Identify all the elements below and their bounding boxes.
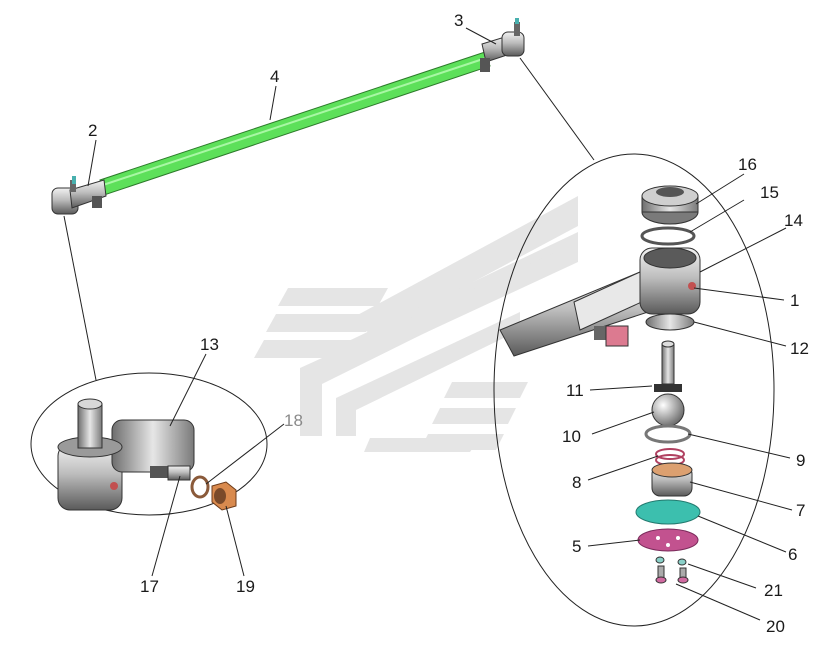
callout-7: 7 <box>796 501 805 520</box>
callout-12: 12 <box>790 339 809 358</box>
callout-14: 14 <box>784 211 803 230</box>
callout-2: 2 <box>88 121 97 140</box>
callout-16: 16 <box>738 155 757 174</box>
callout-18: 18 <box>284 411 303 430</box>
cover-plate <box>637 528 699 552</box>
retaining-ring <box>640 226 696 246</box>
nut <box>211 481 237 511</box>
callout-6: 6 <box>788 545 797 564</box>
callout-labels: 1 2 3 4 5 6 7 8 9 10 11 12 13 14 15 16 1… <box>88 11 809 636</box>
ball-joint-housing <box>499 247 701 357</box>
support-ring <box>644 424 692 444</box>
tie-rod-end-right <box>480 18 525 72</box>
callout-21: 21 <box>764 581 783 600</box>
lower-bushing <box>645 313 695 331</box>
ball-pin <box>651 340 685 427</box>
callout-11: 11 <box>566 381 584 400</box>
callout-10: 10 <box>562 427 581 446</box>
callout-3: 3 <box>454 11 463 30</box>
callout-5: 5 <box>572 537 581 556</box>
tie-rod <box>99 51 491 196</box>
cover-bolts <box>655 565 689 584</box>
connector-line-right <box>519 57 595 161</box>
callout-20: 20 <box>766 617 785 636</box>
tie-rod-end-housing-detail <box>57 398 195 511</box>
callout-1: 1 <box>790 291 799 310</box>
detail-ellipse-right <box>493 153 775 627</box>
bearing-insert <box>651 462 693 497</box>
callout-4: 4 <box>270 67 279 86</box>
callout-8: 8 <box>572 473 581 492</box>
leader-lines <box>87 27 793 621</box>
callout-9: 9 <box>796 451 805 470</box>
detail-ellipse-left <box>30 372 268 516</box>
dust-boot <box>641 185 699 225</box>
callout-19: 19 <box>236 577 255 596</box>
felt-seal <box>635 499 701 525</box>
connector-line-left <box>63 215 97 381</box>
callout-17: 17 <box>140 577 159 596</box>
spring-washer <box>190 475 210 499</box>
lock-washers <box>655 556 687 566</box>
tie-rod-end-left <box>51 176 107 215</box>
callout-15: 15 <box>760 183 779 202</box>
callout-13: 13 <box>200 335 219 354</box>
